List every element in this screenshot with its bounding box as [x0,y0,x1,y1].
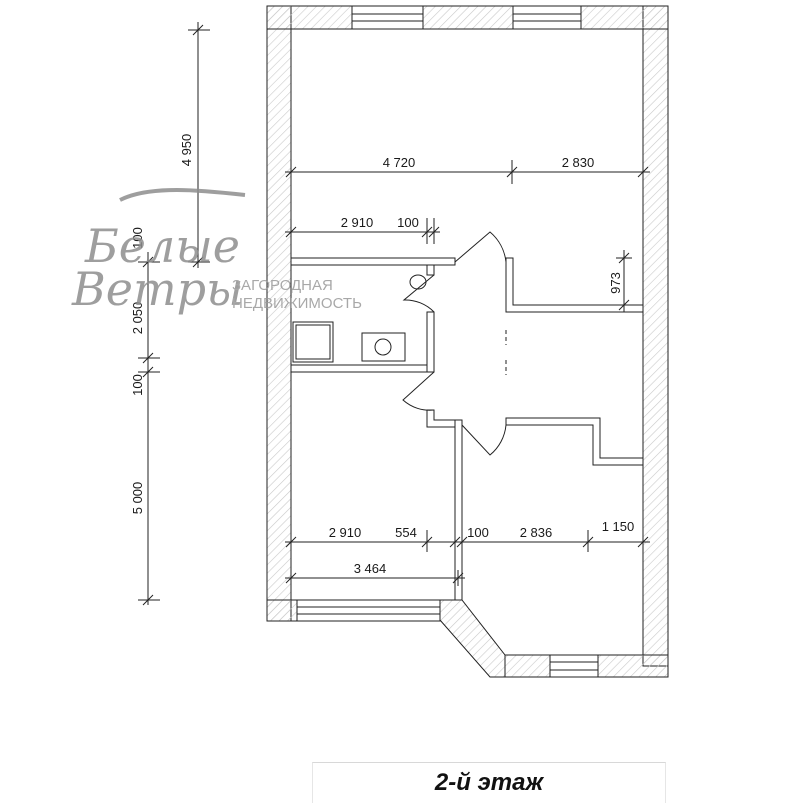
upper-room-dimension [285,218,440,244]
watermark-logo: Белые Ветры ЗАГОРОДНАЯ НЕДВИЖИМОСТЬ [71,188,362,316]
dim-100-lower: 100 [130,374,145,396]
dim-upper-100: 100 [397,215,419,230]
top-dimension-chain [285,160,650,184]
floor-title: 2-й этаж [312,762,666,803]
dim-973: 973 [608,272,623,294]
lower-dimension-chain [285,530,650,552]
left-dimension-chain [138,22,210,606]
windows [296,5,599,678]
dim-100-upper: 100 [130,227,145,249]
dim-2050: 2 050 [130,302,145,335]
dim-4720: 4 720 [383,155,416,170]
floor-plan: 4 950 100 2 050 100 5 000 4 720 2 830 2 … [71,5,669,678]
dim-2830: 2 830 [562,155,595,170]
watermark-script-line1: Белые [84,219,240,273]
bathroom-fixtures [292,274,427,363]
doors [402,231,507,456]
watermark-line1: ЗАГОРОДНАЯ [232,277,333,294]
dim-lower-2836: 2 836 [520,525,553,540]
dim-4950: 4 950 [179,134,194,167]
dim-3464-line [285,570,465,586]
dim-lower-1150: 1 150 [602,519,635,534]
inner-walls [290,257,644,601]
dim-lower-2910: 2 910 [329,525,362,540]
dim-5000: 5 000 [130,482,145,515]
right-973-dimension [616,250,632,312]
dim-3464: 3 464 [354,561,387,576]
dim-lower-100: 100 [467,525,489,540]
watermark-script-line2: Ветры [71,262,244,316]
dim-lower-554: 554 [395,525,417,540]
watermark-line2: НЕДВИЖИМОСТЬ [232,295,362,312]
dim-upper-2910: 2 910 [341,215,374,230]
